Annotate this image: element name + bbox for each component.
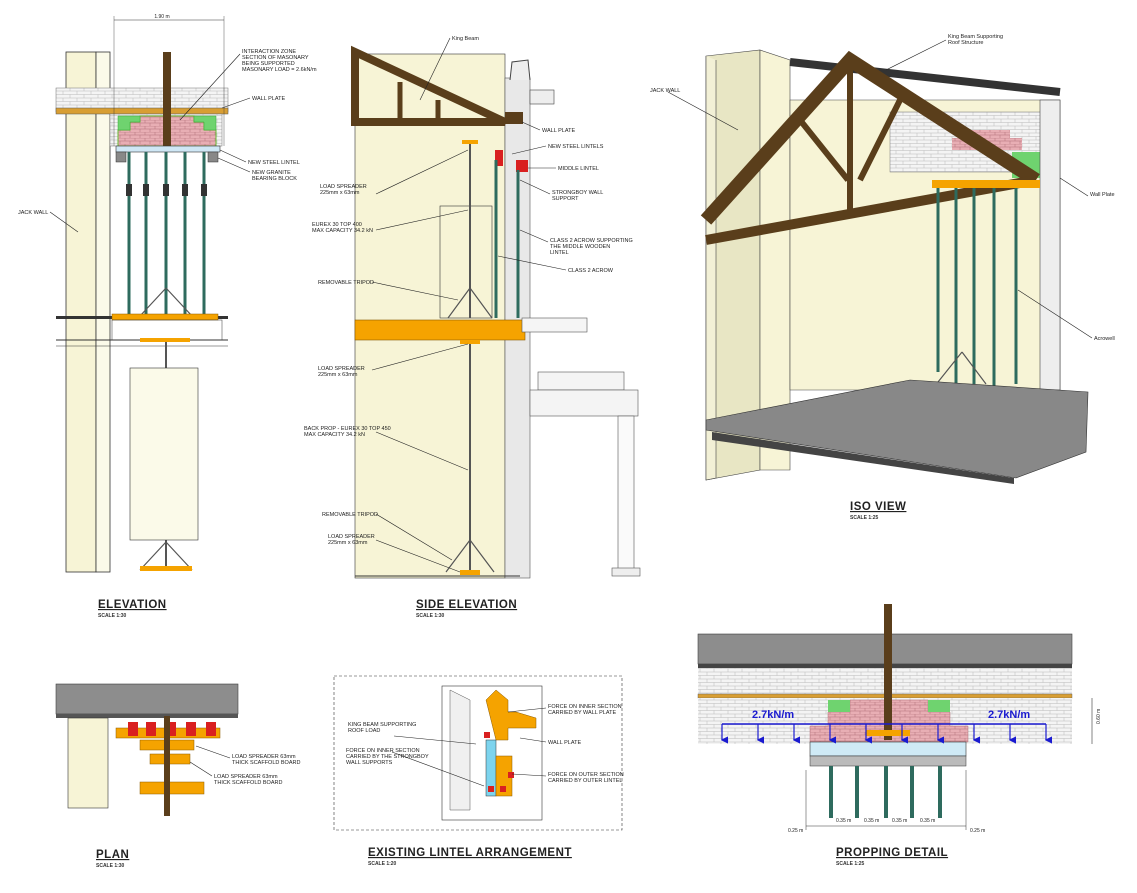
load-spreader-bottom-label: LOAD SPREADER <box>328 534 375 540</box>
iso-view-scale: SCALE 1:25 <box>850 515 879 521</box>
new-steel-lintel-label: NEW STEEL LINTEL <box>248 160 300 166</box>
existing-lintel-scale: SCALE 1:20 <box>368 861 397 867</box>
propping-detail-view: 2.7kN/m 2.7kN/m 0.60 m 0.25 m 0.35 m 0.3… <box>697 604 1102 867</box>
class2-acrow-short-label: CLASS 2 ACROW <box>568 268 614 274</box>
side-elevation-scale: SCALE 1:30 <box>416 613 445 619</box>
lintel-wall-plate-label: WALL PLATE <box>548 740 581 746</box>
back-prop-label: BACK PROP - EUREX 30 TOP 450 <box>304 426 391 432</box>
load-right-label: 2.7kN/m <box>988 709 1030 721</box>
wall-plate-label: WALL PLATE <box>252 96 285 102</box>
load-spreader-top-label: LOAD SPREADER <box>320 184 367 190</box>
plan-view: LOAD SPREADER 63mm THICK SCAFFOLD BOARD … <box>55 683 300 869</box>
removable-tripod-bottom-label: REMOVABLE TRIPOD <box>322 512 378 518</box>
interaction-zone-line-3: BEING SUPPORTED <box>242 61 295 67</box>
spacing-dim-2: 0.35 m <box>836 818 851 824</box>
lintel-outer-force-label: FORCE ON OUTER SECTION <box>548 772 624 778</box>
class2-acrow-label-2: THE MIDDLE WOODEN <box>550 244 610 250</box>
elevation-scale: SCALE 1:30 <box>98 613 127 619</box>
elevation-view: 1.90 m INTERACTION ZONE SECTION OF MASON… <box>18 14 317 619</box>
lintel-inner-force-label: FORCE ON INNER SECTION <box>548 704 622 710</box>
spacing-dim-6: 0.25 m <box>970 828 985 834</box>
lintel-inner-force-label-2: CARRIED BY WALL PLATE <box>548 710 616 716</box>
propping-detail-scale: SCALE 1:25 <box>836 861 865 867</box>
plan-title: PLAN <box>96 849 129 861</box>
class2-acrow-label-3: LINTEL <box>550 250 569 256</box>
eurex-capacity-label: MAX CAPACITY 34.2 kN <box>312 228 373 234</box>
load-spreader-mid-label: LOAD SPREADER <box>318 366 365 372</box>
granite-block-label: NEW GRANITE <box>252 170 291 176</box>
king-beam-label: King Beam <box>452 36 479 42</box>
plan-spreader-a-label-2: THICK SCAFFOLD BOARD <box>232 760 300 766</box>
elevation-width-dimension: 1.90 m <box>154 14 169 20</box>
propping-detail-title: PROPPING DETAIL <box>836 847 948 859</box>
plan-spreader-a-label: LOAD SPREADER 63mm <box>232 754 296 760</box>
iso-view: King Beam Supporting Roof Structure JACK… <box>650 34 1115 521</box>
lintel-strongboy-label: FORCE ON INNER SECTION <box>346 748 420 754</box>
lintel-outer-force-label-2: CARRIED BY OUTER LINTEL <box>548 778 622 784</box>
iso-acrowell-label: Acrowell <box>1094 336 1115 342</box>
new-steel-lintels-label: NEW STEEL LINTELS <box>548 144 604 150</box>
strongboy-label: STRONGBOY WALL <box>552 190 603 196</box>
lintel-strongboy-label-2: CARRIED BY THE STRONGBOY <box>346 754 429 760</box>
plan-spreader-b-label-2: THICK SCAFFOLD BOARD <box>214 780 282 786</box>
middle-lintel-label: MIDDLE LINTEL <box>558 166 599 172</box>
plan-scale: SCALE 1:30 <box>96 863 125 869</box>
spacing-dim-5: 0.35 m <box>920 818 935 824</box>
back-prop-capacity: MAX CAPACITY 34.2 kN <box>304 432 365 438</box>
spacing-dim-1: 0.25 m <box>788 828 803 834</box>
load-spreader-mid-size: 225mm x 63mm <box>318 372 358 378</box>
lintel-king-beam-label: KING BEAM SUPPORTING <box>348 722 416 728</box>
iso-wall-plate-label: Wall Plate <box>1090 192 1115 198</box>
plan-spreader-b-label: LOAD SPREADER 63mm <box>214 774 278 780</box>
iso-jack-wall-label: JACK WALL <box>650 88 680 94</box>
interaction-zone-label: INTERACTION ZONE <box>242 49 296 55</box>
interaction-zone-line-2: SECTION OF MASONARY <box>242 55 309 61</box>
existing-lintel-title: EXISTING LINTEL ARRANGEMENT <box>368 847 572 859</box>
eurex-prop-label: EUREX 30 TOP 400 <box>312 222 362 228</box>
interaction-zone-line-4: MASONARY LOAD = 2.6kN/m <box>242 67 317 73</box>
removable-tripod-top-label: REMOVABLE TRIPOD <box>318 280 374 286</box>
elevation-title: ELEVATION <box>98 599 167 611</box>
side-elevation-title: SIDE ELEVATION <box>416 599 517 611</box>
side-elevation-view: King Beam WALL PLATE NEW STEEL LINTELS M… <box>304 36 641 619</box>
iso-view-title: ISO VIEW <box>850 501 906 513</box>
lintel-strongboy-label-3: WALL SUPPORTS <box>346 760 393 766</box>
side-wall-plate-label: WALL PLATE <box>542 128 575 134</box>
spacing-dim-3: 0.35 m <box>864 818 879 824</box>
spacing-dim-4: 0.35 m <box>892 818 907 824</box>
load-spreader-top-size: 225mm x 63mm <box>320 190 360 196</box>
class2-acrow-label: CLASS 2 ACROW SUPPORTING <box>550 238 633 244</box>
load-left-label: 2.7kN/m <box>752 709 794 721</box>
iso-king-beam-label: King Beam Supporting <box>948 34 1003 40</box>
existing-lintel-view: KING BEAM SUPPORTING ROOF LOAD FORCE ON … <box>333 675 624 867</box>
granite-block-label-2: BEARING BLOCK <box>252 176 297 182</box>
load-spreader-bottom-size: 225mm x 63mm <box>328 540 368 546</box>
iso-king-beam-label-2: Roof Structure <box>948 40 983 46</box>
height-dimension: 0.60 m <box>1096 709 1102 724</box>
lintel-king-beam-label-2: ROOF LOAD <box>348 728 380 734</box>
strongboy-label-2: SUPPORT <box>552 196 579 202</box>
jack-wall-label: JACK WALL <box>18 210 48 216</box>
